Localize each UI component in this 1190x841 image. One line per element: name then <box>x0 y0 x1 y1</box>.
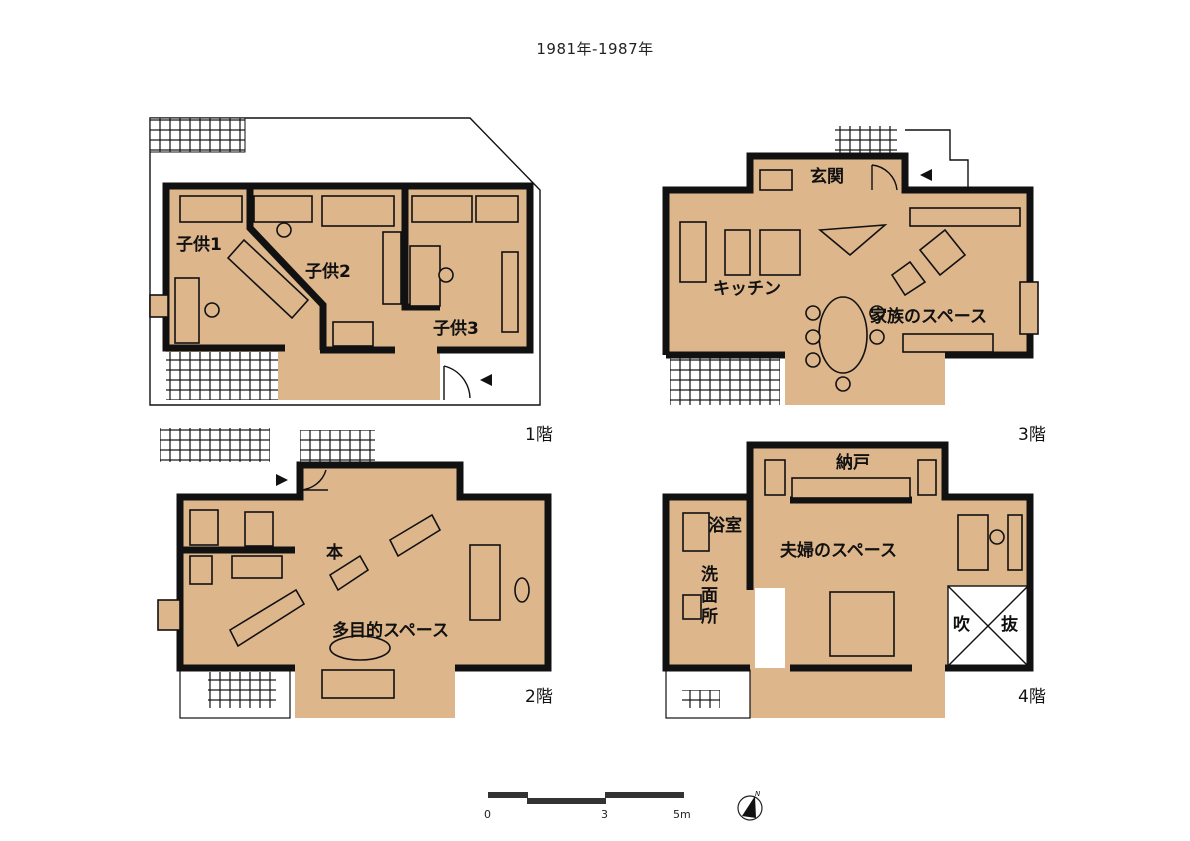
scale-bar: 0 3 5m <box>484 792 691 821</box>
scale-tick-0: 0 <box>484 808 491 821</box>
room-label-child3: 子供3 <box>433 318 479 339</box>
stairs <box>300 430 375 462</box>
room-label-kitchen: キッチン <box>713 279 781 299</box>
stairs <box>682 690 720 708</box>
stairs <box>208 672 276 708</box>
room-label-bathroom: 浴室 <box>708 515 742 536</box>
site-boundary <box>149 117 541 406</box>
room-label-child2: 子供2 <box>305 261 351 282</box>
floor-label-3f: 3階 <box>1018 425 1046 445</box>
room-label-child1: 子供1 <box>176 234 222 255</box>
room-label-entrance: 玄関 <box>810 166 844 187</box>
stairs <box>835 126 897 156</box>
entrance-arrow-icon <box>276 474 288 486</box>
entrance-arrow-icon <box>480 374 492 386</box>
room-label-family-space: 家族のスペース <box>870 306 987 327</box>
stairs <box>160 428 270 462</box>
room-label-books: 本 <box>326 542 343 563</box>
room-label-couple-space: 夫婦のスペース <box>780 540 897 561</box>
north-arrow-icon: N <box>737 790 763 821</box>
north-letter: N <box>755 790 761 798</box>
room-label-multipurpose-space: 多目的スペース <box>332 620 449 641</box>
stairs <box>670 357 780 405</box>
void-label-2: 抜 <box>1001 614 1019 635</box>
floor-label-2f: 2階 <box>525 687 553 707</box>
floor-plan-2f: 本 多目的スペース 2階 <box>157 428 553 719</box>
stairs <box>149 117 246 153</box>
scale-tick-3: 3 <box>601 808 608 821</box>
room-label-storage: 納戸 <box>836 452 870 473</box>
floor-plan-3f: 玄関 キッチン 家族のスペース 3階 <box>662 126 1046 445</box>
room-label-washroom: 洗面所 <box>701 565 718 627</box>
floor-plan-4f: 浴室 夫婦のスペース 納戸 吹 抜 4階 <box>662 441 1046 719</box>
floor-plan-1f: 子供1 子供2 子供3 1階 <box>149 117 553 445</box>
entrance-arrow-icon <box>920 169 932 181</box>
stairs <box>166 352 278 400</box>
drawing-title: 1981年-1987年 <box>536 40 654 58</box>
scale-tick-5m: 5m <box>673 808 691 821</box>
floor-label-1f: 1階 <box>525 425 553 445</box>
void-label-1: 吹 <box>953 614 971 635</box>
floor-label-4f: 4階 <box>1018 687 1046 707</box>
